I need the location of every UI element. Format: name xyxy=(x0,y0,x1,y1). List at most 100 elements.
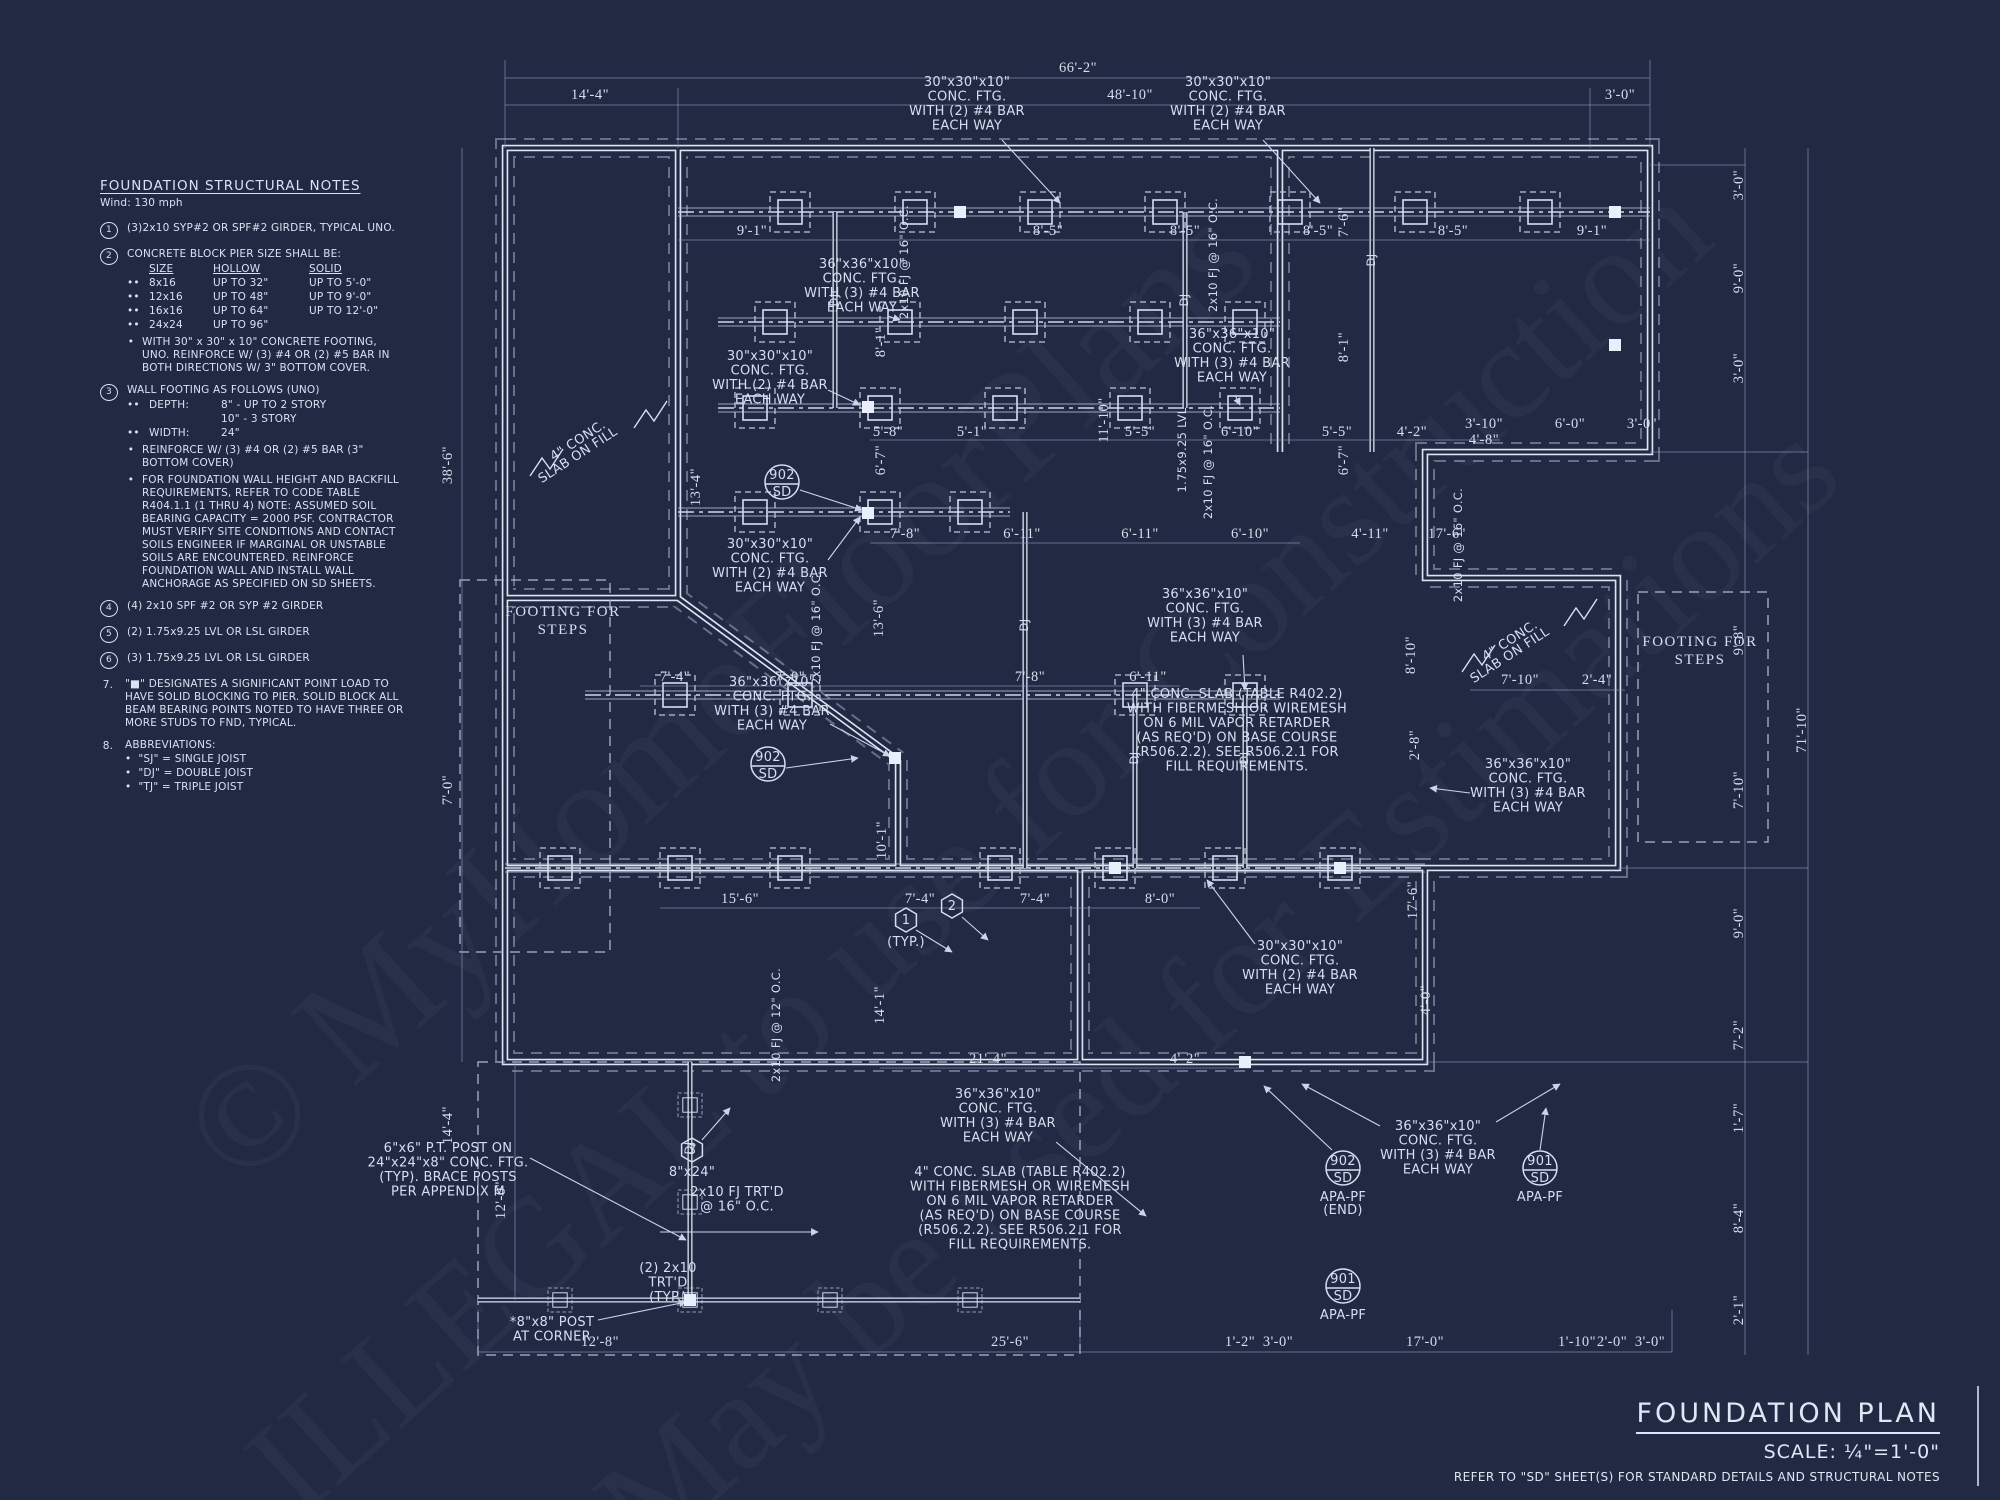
point-load-square xyxy=(862,401,874,413)
note-kv-key: DEPTH: xyxy=(149,398,190,411)
dim-label: 17'-6" xyxy=(1405,881,1421,919)
callout-text: 36"x36"x10" xyxy=(819,257,905,272)
note-body: ABBREVIATIONS:•"SJ" = SINGLE JOIST•"DJ" … xyxy=(125,739,405,794)
callout-text: CONC. FTG. xyxy=(1193,342,1272,357)
callout-text: CONC. FTG. xyxy=(1399,1134,1478,1149)
dim-label: 10'-1" xyxy=(874,821,890,859)
title-block: FOUNDATION PLAN SCALE: ¼"=1'-0" REFER TO… xyxy=(1454,1398,1940,1484)
note-bullet: •"SJ" = SINGLE JOIST xyxy=(125,753,405,766)
dim-label: 5'-1" xyxy=(957,424,987,440)
callout-text: WITH (2) #4 BAR xyxy=(909,104,1025,119)
note-body: "■" DESIGNATES A SIGNIFICANT POINT LOAD … xyxy=(125,678,405,730)
dim-label: 38'-6" xyxy=(440,446,456,484)
note-body: (3) 1.75x9.25 LVL OR LSL GIRDER xyxy=(127,652,405,669)
hex-callout xyxy=(894,907,918,933)
callout-text: EACH WAY xyxy=(963,1131,1033,1146)
callout-text: EACH WAY xyxy=(735,581,805,596)
callout-text: EACH WAY xyxy=(827,301,897,316)
dim-label: 7'-10" xyxy=(1501,672,1539,688)
double-joist-lines xyxy=(832,148,1375,868)
note-table-header: HOLLOW xyxy=(213,262,261,275)
dim-label: 71'-10" xyxy=(1794,707,1810,753)
callout-text: CONC. FTG. xyxy=(1261,954,1340,969)
dim-label: 7'-8" xyxy=(890,526,920,542)
dim-label: 13'-6" xyxy=(871,599,887,637)
girder-lines xyxy=(505,207,1650,873)
callout-text: 30"x30"x10" xyxy=(727,349,813,364)
note-line: (2) 1.75x9.25 LVL OR LSL GIRDER xyxy=(127,626,310,639)
detail-sub: APA-PF xyxy=(1320,1308,1366,1323)
note-bullet-text: REINFORCE W/ (3) #4 OR (2) #5 BAR (3" BO… xyxy=(142,443,364,469)
detail-sheet: SD xyxy=(1531,1171,1550,1186)
sheet-note: REFER TO "SD" SHEET(S) FOR STANDARD DETA… xyxy=(1453,1470,1940,1484)
callout-text: CONC. FTG. xyxy=(1489,772,1568,787)
dim-label: 14'-4" xyxy=(571,87,609,103)
steps-label: FOOTING FOR xyxy=(505,604,620,620)
note-row-marker: •• xyxy=(127,304,140,317)
hex-number: 3 xyxy=(688,1143,697,1158)
dim-label: 3'-0" xyxy=(1605,87,1635,103)
note-row-marker: •• xyxy=(127,290,140,303)
note-text: • xyxy=(125,781,132,794)
dim-label: 6'-10" xyxy=(1231,526,1269,542)
leader-line xyxy=(827,389,861,406)
dim-label: 6'-7" xyxy=(1336,445,1352,475)
callout-text: ON 6 MIL VAPOR RETARDER xyxy=(926,1194,1113,1209)
note-row-marker xyxy=(127,413,149,426)
dim-label: 9'-1" xyxy=(1577,223,1607,239)
hex-sub: 8"x24" xyxy=(669,1165,715,1180)
dim-label: 4'-8" xyxy=(1469,432,1499,448)
point-load-square xyxy=(889,752,901,764)
dim-label: 2'-0" xyxy=(1597,1334,1627,1350)
callout-text: WITH (2) #4 BAR xyxy=(712,378,828,393)
leader-line xyxy=(799,489,863,512)
note-kv-val: 10" - 3 STORY xyxy=(221,412,297,425)
note-bullet-text: WITH 30" x 30" x 10" CONCRETE FOOTING, U… xyxy=(142,335,390,374)
joist-note: 2x10 FJ @ 16" O.C. xyxy=(1201,405,1215,519)
note-badge: 7. xyxy=(102,679,114,692)
note-table-cell xyxy=(309,319,405,332)
notes-list: 1(3)2x10 SYP#2 OR SPF#2 GIRDER, TYPICAL … xyxy=(100,221,405,795)
dj-label: DJ xyxy=(1177,294,1191,307)
dim-label: 1'-10" xyxy=(1558,1334,1596,1350)
callout-text: EACH WAY xyxy=(1197,371,1267,386)
callout-text: EACH WAY xyxy=(1265,983,1335,998)
leader-line xyxy=(887,314,901,322)
note-table-cell: 16x16 xyxy=(149,304,183,317)
note-text xyxy=(127,263,149,276)
note-item: 1(3)2x10 SYP#2 OR SPF#2 GIRDER, TYPICAL … xyxy=(100,221,405,239)
note-kv-key: WIDTH: xyxy=(149,426,190,439)
callout-text: CONC. FTG. xyxy=(1189,90,1268,105)
point-load-square xyxy=(1609,206,1621,218)
note-bullet: •REINFORCE W/ (3) #4 OR (2) #5 BAR (3" B… xyxy=(127,444,405,470)
notes-panel: FOUNDATION STRUCTURAL NOTES Wind: 130 mp… xyxy=(100,178,405,803)
note-badge: 5 xyxy=(100,626,118,644)
joist-note: 2x10 FJ @ 16" O.C. xyxy=(1451,488,1465,602)
dim-label: 8'-5" xyxy=(1033,223,1063,239)
callout-text: EACH WAY xyxy=(735,393,805,408)
callout-text: WITH FIBERMESH OR WIREMESH xyxy=(910,1180,1130,1195)
dim-label: 4'-2" xyxy=(1397,424,1427,440)
dim-label: 6'-11" xyxy=(1121,526,1159,542)
dj-label: DJ xyxy=(1127,752,1141,765)
dim-label: 7'-0" xyxy=(440,775,456,805)
leader-line xyxy=(1495,1083,1561,1123)
note-table-header: SIZE xyxy=(149,262,174,275)
dim-label: 8'-5" xyxy=(1170,223,1200,239)
callout-text: EACH WAY xyxy=(1170,631,1240,646)
note-bullet: •"TJ" = TRIPLE JOIST xyxy=(125,781,405,794)
note-bullet-text: "DJ" = DOUBLE JOIST xyxy=(138,767,254,780)
dim-label: 6'-10" xyxy=(1221,424,1259,440)
note-bullet: •FOR FOUNDATION WALL HEIGHT AND BACKFILL… xyxy=(127,474,405,591)
callout-text: (R506.2.2). SEE R506.2.1 FOR xyxy=(1135,745,1339,760)
dj-label: DJ xyxy=(1364,254,1378,267)
dim-label: 9'-0" xyxy=(1731,908,1747,938)
point-load-square xyxy=(1334,862,1346,874)
callout-text: WITH (3) #4 BAR xyxy=(1174,356,1290,371)
callout-text: (AS REQ'D) ON BASE COURSE xyxy=(920,1209,1121,1224)
dim-label: 48'-10" xyxy=(1107,87,1153,103)
dim-label: 5'-5" xyxy=(1322,424,1352,440)
point-load-square xyxy=(1109,862,1121,874)
note-item: 6(3) 1.75x9.25 LVL OR LSL GIRDER xyxy=(100,652,405,670)
